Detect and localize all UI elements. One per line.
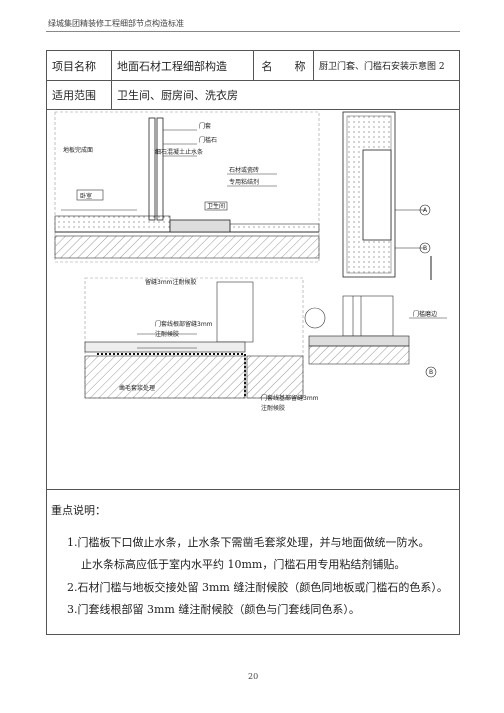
note-item-1-line-2: 止水条标高应低于室内水平约 10mm，门槛石用专用粘结剂铺贴。 [81,558,406,571]
table-row-scope: 适用范围 卫生间、厨房间、洗衣房 [47,81,459,110]
label-stone-tile: 石材或瓷砖 [229,166,259,174]
label-bathroom: 卫生间 [207,202,225,210]
label-bedroom: 卧室 [80,192,92,200]
scope-value: 卫生间、厨房间、洗衣房 [117,89,238,102]
label-door-casing: 门套 [199,122,211,130]
key-notes: 重点说明： 1.门槛板下口做止水条，止水条下需凿毛套浆处理，并与地面做统一防水。… [47,490,459,636]
detail-drawing-svg: 地板完成面 卧室 门套 门槛石 细石混凝土止水条 石材或瓷砖 专用粘结剂 卫生间… [54,111,447,412]
marker-b-top: B [423,245,427,252]
header-divider [46,31,460,32]
scope-label: 适用范围 [47,81,112,109]
project-label: 项目名称 [47,51,112,80]
note-item-2: 2.石材门槛与地板交接处留 3mm 缝注耐候胶（颜色同地板或门槛石的色系）。 [67,581,448,594]
section-sealant-detail: 留缝3mm注耐候胶 门套线根部留缝3mm 注耐候胶 凿毛套浆处理 门套线基部留缝… [84,277,319,412]
marker-a: A [423,207,428,214]
project-value: 地面石材工程细部构造 [112,51,254,80]
label-floor-finish: 地板完成面 [63,146,93,154]
label-threshold: 门槛石 [199,136,217,144]
marker-b-bottom: B [429,369,433,376]
label-rough-treat: 凿毛套浆处理 [119,384,155,392]
label-waterstop: 细石混凝土止水条 [155,148,203,156]
section-threshold-detail: 地板完成面 卧室 门套 门槛石 细石混凝土止水条 石材或瓷砖 专用粘结剂 卫生间 [54,111,320,263]
name-value: 厨卫门套、门槛石安装示意图 2 [319,62,445,72]
label-sealant-3mm: 留缝3mm注耐候胶 [145,278,197,286]
name-label: 名 称 [254,51,314,80]
note-item-3: 3.门套线根部留 3mm 缝注耐候胶（颜色与门套线同色系）。 [67,603,360,616]
label-casing-bottom-1: 门套线基部留缝3mm [261,394,319,402]
page-number: 20 [248,672,259,681]
note-item-1-line-1: 1.门槛板下口做止水条，止水条下需凿毛套浆处理，并与地面做统一防水。 [67,536,430,549]
label-adhesive: 专用粘结剂 [229,178,259,186]
label-casing-root-2: 注耐候胶 [155,330,179,338]
spec-table: 项目名称 地面石材工程细部构造 名 称 厨卫门套、门槛石安装示意图 2 适用范围… [46,50,460,635]
label-casing-bottom-2: 注耐候胶 [261,404,285,412]
label-threshold-edge: 门槛磨边 [413,310,437,318]
document-header: 绿城集团精装修工程细部节点构造标准 [48,19,184,28]
notes-title: 重点说明： [51,504,106,517]
table-row-project: 项目名称 地面石材工程细部构造 名 称 厨卫门套、门槛石安装示意图 2 [47,51,459,81]
section-threshold-edge: 门槛磨边 B [304,295,447,378]
construction-drawing: 地板完成面 卧室 门套 门槛石 细石混凝土止水条 石材或瓷砖 专用粘结剂 卫生间… [47,110,459,490]
section-elevation: A B [342,111,432,280]
label-casing-root-1: 门套线根部留缝3mm [155,320,213,328]
